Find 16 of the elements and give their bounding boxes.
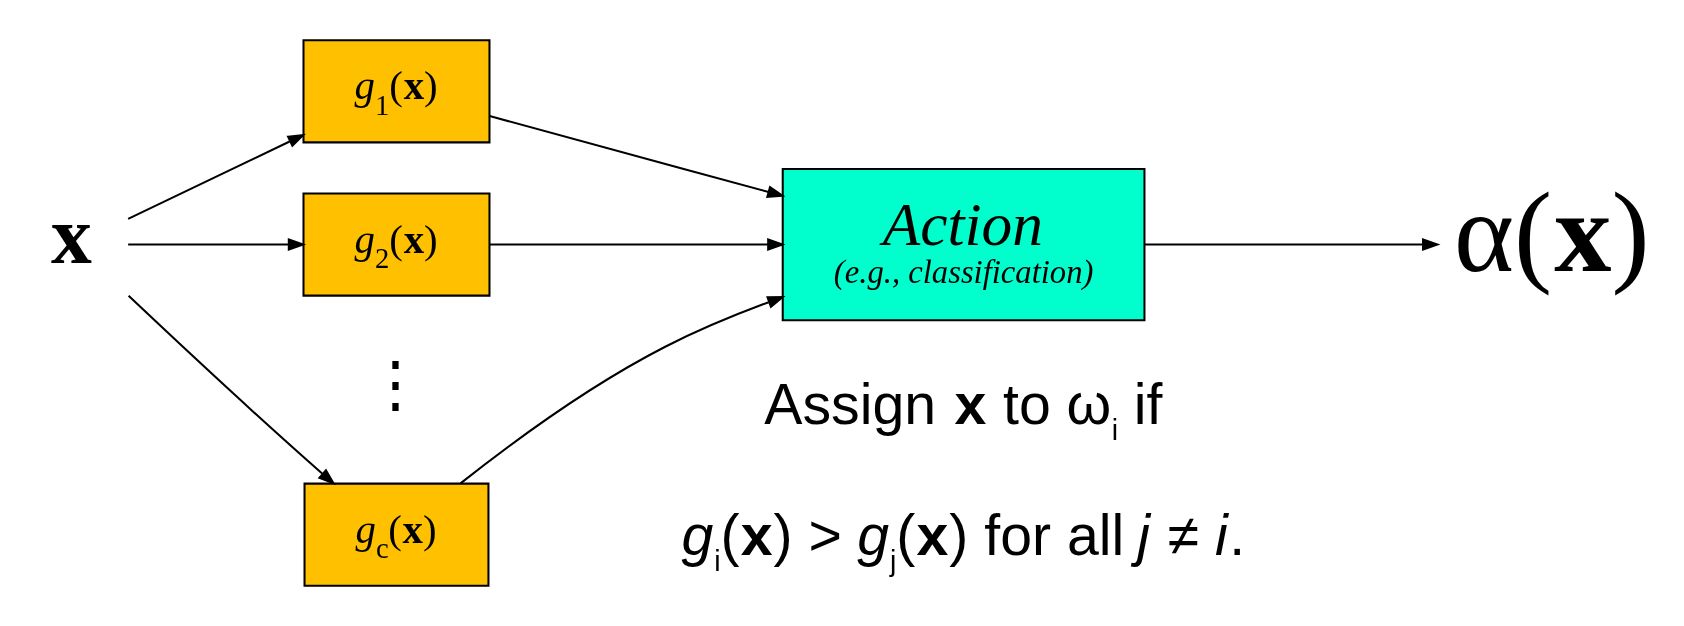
node-box: Action (e.g., classification) <box>781 167 1146 322</box>
arrow <box>1144 238 1441 251</box>
arrow <box>128 238 307 251</box>
label: Assign x to ω$_{i}$ if <box>764 372 1163 447</box>
arrow <box>489 238 786 251</box>
label: g$_{i}$(x) > g$_{j}$(x) for all j ≠ i. <box>681 502 1246 577</box>
arrow <box>127 133 306 220</box>
node-box: g$_{1}$(x) <box>302 39 491 144</box>
node-text: x <box>51 189 92 281</box>
arrow <box>489 115 786 198</box>
label: ⋮ <box>364 349 426 418</box>
arrow <box>459 296 786 485</box>
node-box: g$_{2}$(x) <box>302 192 491 297</box>
arrow <box>127 295 336 486</box>
node-box: g$_{c}$(x) <box>303 482 490 587</box>
node-text: α(x) <box>1454 168 1650 296</box>
